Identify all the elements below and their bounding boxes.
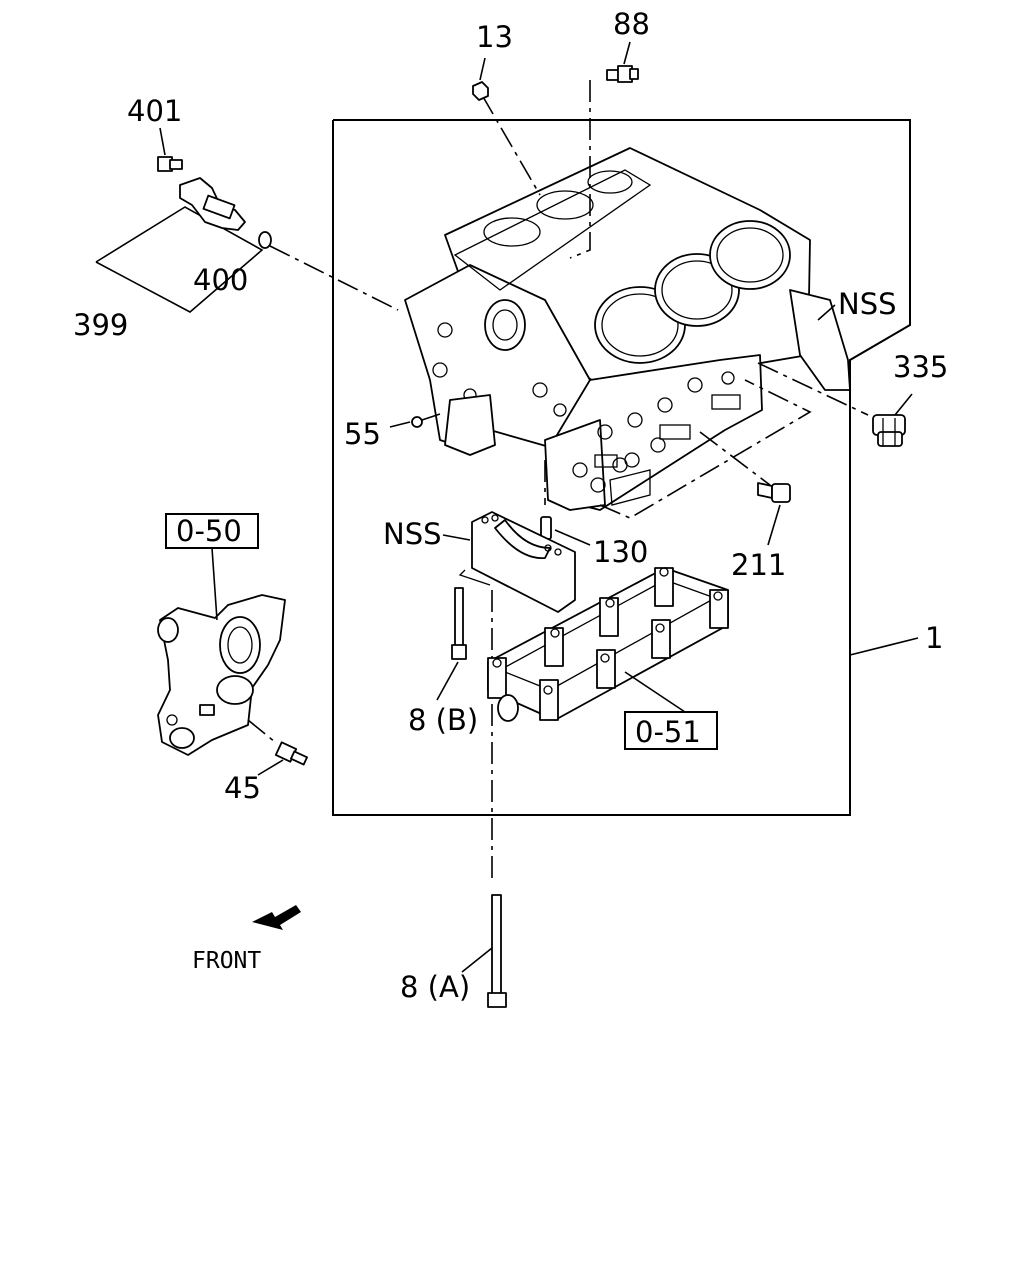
callout-400[interactable]: 400 [193,263,248,297]
part-211-bolt[interactable] [757,482,791,503]
assembly-frame [332,119,911,816]
part-55-plug[interactable] [411,416,423,428]
part-8a-long-bolt[interactable] [487,894,507,1008]
callout-335[interactable]: 335 [893,350,948,384]
thermostat-housing[interactable] [157,594,286,756]
callout-45[interactable]: 45 [224,771,261,805]
callout-nss-upper[interactable]: NSS [838,287,897,321]
ref-box-0-51[interactable] [624,711,718,750]
part-399-oil-jet-assembly[interactable] [95,177,264,313]
callout-0-51[interactable]: 0-51 [635,715,701,749]
part-88-sensor[interactable] [606,65,639,83]
callout-nss-cap[interactable]: NSS [383,517,442,551]
bearing-cap-nss[interactable] [471,511,576,613]
front-arrow-icon [252,905,301,930]
callout-401[interactable]: 401 [127,94,182,128]
callout-130[interactable]: 130 [593,535,648,569]
part-401-bolt[interactable] [157,156,183,172]
callout-1[interactable]: 1 [925,621,943,655]
callout-0-50[interactable]: 0-50 [176,514,242,548]
callout-13[interactable]: 13 [476,20,513,54]
part-8b-bolt[interactable] [451,587,467,660]
ref-box-0-50[interactable] [165,513,259,549]
front-label: FRONT [192,948,261,974]
callout-211[interactable]: 211 [731,548,786,582]
part-335-plug[interactable] [872,414,906,447]
callout-8a[interactable]: 8 (A) [400,970,470,1004]
callout-55[interactable]: 55 [344,417,381,451]
callout-8b[interactable]: 8 (B) [408,703,478,737]
main-bearing-ladder-assembly[interactable] [487,567,729,722]
part-13-plug[interactable] [472,81,489,101]
cylinder-block[interactable] [404,147,851,511]
callout-399[interactable]: 399 [73,308,128,342]
dashed-leader-lines [269,80,869,880]
part-400-o-ring[interactable] [258,231,272,249]
callout-88[interactable]: 88 [613,7,650,41]
part-45-sensor[interactable] [274,741,308,766]
